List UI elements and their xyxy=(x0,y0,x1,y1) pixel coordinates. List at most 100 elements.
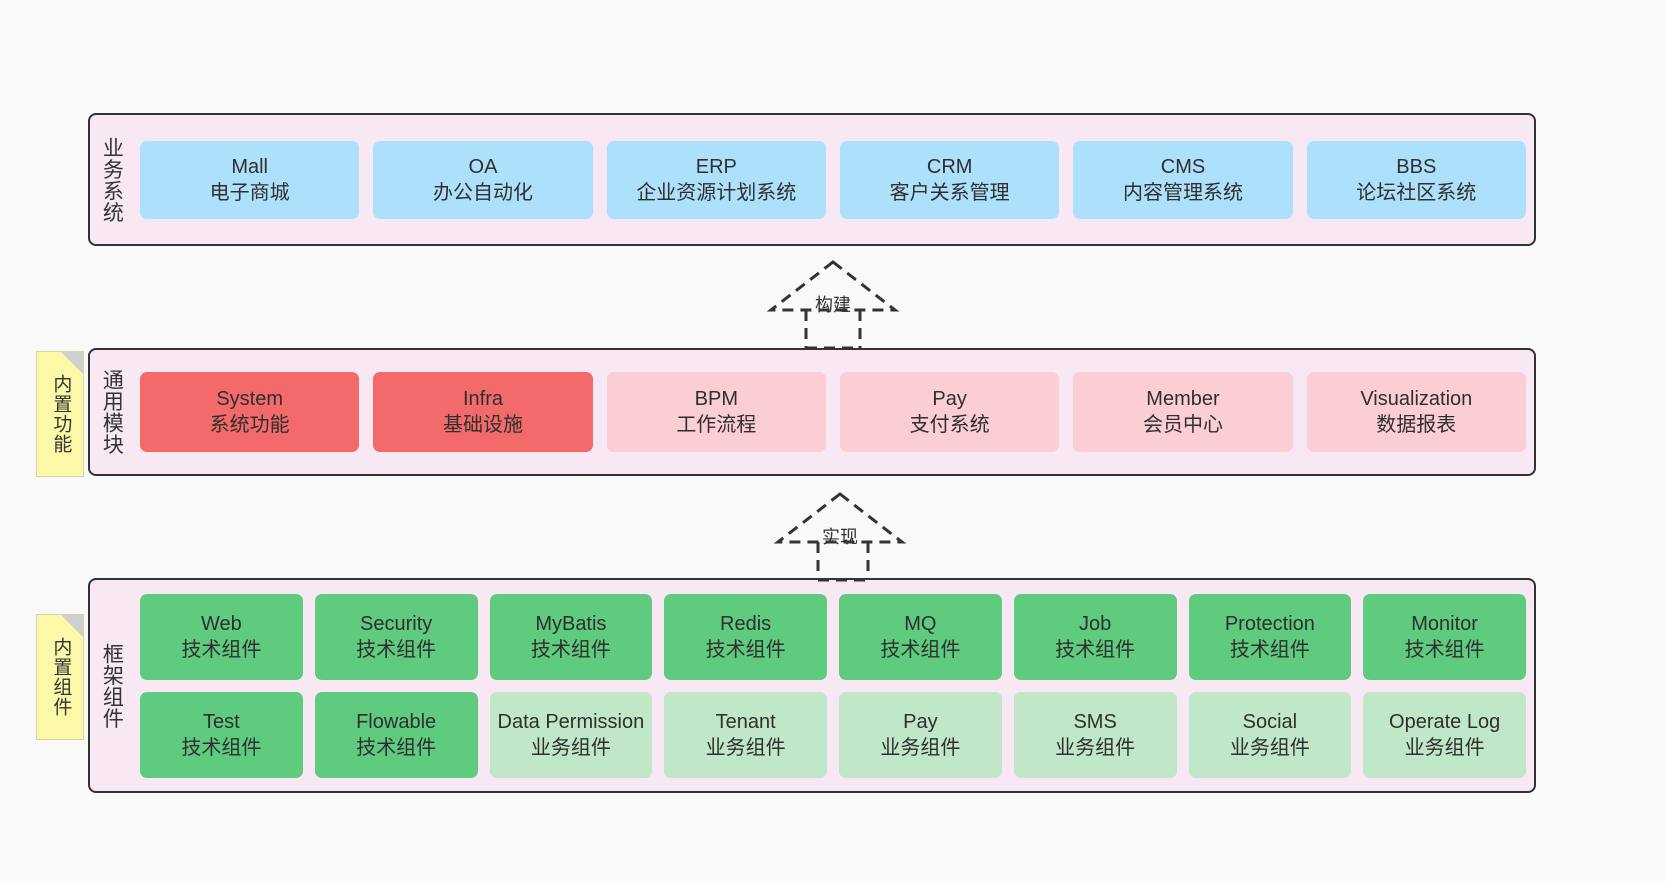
module-name-cn: 系统功能 xyxy=(209,414,290,436)
module-name-cn: 工作流程 xyxy=(676,414,757,436)
note-fold-icon xyxy=(61,615,83,637)
module-name-en: SMS xyxy=(1073,710,1117,733)
module-name-en: Member xyxy=(1146,388,1220,410)
module-row: Test 技术组件 Flowable 技术组件 Data Permission … xyxy=(140,691,1526,778)
connector-label-implement: 实现 xyxy=(822,527,858,547)
note-builtin-features: 内置功能 xyxy=(36,351,84,477)
module-name-cn: 技术组件 xyxy=(705,638,786,661)
module-name-cn: 技术组件 xyxy=(181,638,262,661)
module-name-cn: 论坛社区系统 xyxy=(1356,181,1477,204)
connector-implement: 实现 xyxy=(770,490,920,582)
module-box-mall[interactable]: Mall 电子商城 xyxy=(140,140,360,219)
module-name-cn: 技术组件 xyxy=(1404,638,1485,661)
module-name-cn: 技术组件 xyxy=(530,638,611,661)
module-box-flowable[interactable]: Flowable 技术组件 xyxy=(314,691,478,778)
module-row: Web 技术组件 Security 技术组件 MyBatis 技术组件 Redi… xyxy=(140,593,1526,680)
module-box-crm[interactable]: CRM 客户关系管理 xyxy=(839,140,1060,219)
module-box-cms[interactable]: CMS 内容管理系统 xyxy=(1073,140,1293,219)
module-box-tenant[interactable]: Tenant 业务组件 xyxy=(664,691,827,778)
module-box-test[interactable]: Test 技术组件 xyxy=(140,691,303,778)
note-label: 内置功能 xyxy=(50,374,72,454)
module-box-pay[interactable]: Pay 支付系统 xyxy=(839,372,1060,452)
note-label: 内置组件 xyxy=(50,637,72,717)
module-name-cn: 技术组件 xyxy=(880,638,961,661)
layer-title-business-systems: 业务系统 xyxy=(100,136,124,223)
module-box-protection[interactable]: Protection 技术组件 xyxy=(1188,593,1352,680)
module-name-en: CRM xyxy=(926,155,973,178)
module-box-member[interactable]: Member 会员中心 xyxy=(1073,372,1293,452)
module-box-job[interactable]: Job 技术组件 xyxy=(1013,593,1177,680)
module-box-bbs[interactable]: BBS 论坛社区系统 xyxy=(1306,140,1526,219)
module-box-data-permission[interactable]: Data Permission 业务组件 xyxy=(489,691,653,778)
module-name-cn: 业务组件 xyxy=(1055,736,1136,759)
note-fold-icon xyxy=(61,352,83,374)
module-name-en: Pay xyxy=(903,710,938,733)
module-box-sms[interactable]: SMS 业务组件 xyxy=(1013,691,1177,778)
module-box-bpm[interactable]: BPM 工作流程 xyxy=(606,372,826,452)
module-name-en: Job xyxy=(1079,612,1112,635)
module-name-cn: 技术组件 xyxy=(356,638,437,661)
module-name-cn: 数据报表 xyxy=(1376,414,1457,436)
layer-business-systems: 业务系统 Mall 电子商城 OA 办公自动化 ERP 企业资源计划系统 CRM… xyxy=(88,113,1536,246)
module-name-cn: 办公自动化 xyxy=(432,181,533,204)
module-name-cn: 业务组件 xyxy=(1229,736,1310,759)
module-name-en: Infra xyxy=(462,388,503,410)
module-row: System 系统功能 Infra 基础设施 BPM 工作流程 Pay 支付系统… xyxy=(140,372,1526,452)
module-box-oa[interactable]: OA 办公自动化 xyxy=(373,140,593,219)
module-name-cn: 企业资源计划系统 xyxy=(636,181,797,204)
module-name-cn: 业务组件 xyxy=(705,736,786,759)
module-name-en: System xyxy=(216,388,283,410)
module-box-pay-component[interactable]: Pay 业务组件 xyxy=(839,691,1002,778)
module-box-erp[interactable]: ERP 企业资源计划系统 xyxy=(606,140,826,219)
module-name-en: Redis xyxy=(720,612,772,635)
module-name-en: BPM xyxy=(694,388,738,410)
module-name-cn: 业务组件 xyxy=(1404,736,1485,759)
module-name-en: CMS xyxy=(1160,155,1206,178)
module-box-infra[interactable]: Infra 基础设施 xyxy=(373,372,593,452)
module-name-en: Data Permission xyxy=(497,710,645,733)
module-name-en: Social xyxy=(1242,710,1298,733)
module-name-en: Web xyxy=(200,612,242,635)
module-box-redis[interactable]: Redis 技术组件 xyxy=(664,593,827,680)
module-name-en: OA xyxy=(468,155,498,178)
module-name-en: Monitor xyxy=(1411,612,1478,635)
module-box-mq[interactable]: MQ 技术组件 xyxy=(839,593,1002,680)
module-name-cn: 技术组件 xyxy=(181,736,262,759)
layer-body-common-modules: System 系统功能 Infra 基础设施 BPM 工作流程 Pay 支付系统… xyxy=(132,350,1534,474)
module-box-monitor[interactable]: Monitor 技术组件 xyxy=(1363,593,1526,680)
module-box-visualization[interactable]: Visualization 数据报表 xyxy=(1306,372,1526,452)
module-name-cn: 电子商城 xyxy=(209,181,290,204)
module-name-en: Operate Log xyxy=(1389,710,1501,733)
module-name-en: Test xyxy=(203,710,240,733)
module-box-social[interactable]: Social 业务组件 xyxy=(1188,691,1352,778)
module-name-cn: 技术组件 xyxy=(1055,638,1136,661)
layer-title-common-modules: 通用模块 xyxy=(100,369,124,455)
module-name-cn: 基础设施 xyxy=(442,414,523,436)
module-name-cn: 客户关系管理 xyxy=(889,181,1010,204)
module-name-cn: 支付系统 xyxy=(909,414,990,436)
module-box-mybatis[interactable]: MyBatis 技术组件 xyxy=(489,593,653,680)
module-name-en: Protection xyxy=(1224,612,1315,635)
module-name-en: ERP xyxy=(695,155,737,178)
layer-common-modules: 通用模块 System 系统功能 Infra 基础设施 BPM 工作流程 Pay… xyxy=(88,348,1536,476)
module-name-cn: 技术组件 xyxy=(356,736,437,759)
module-name-cn: 业务组件 xyxy=(880,736,961,759)
module-box-web[interactable]: Web 技术组件 xyxy=(140,593,303,680)
module-name-cn: 内容管理系统 xyxy=(1122,181,1243,204)
module-name-en: Security xyxy=(360,612,433,635)
layer-framework-components: 框架组件 Web 技术组件 Security 技术组件 MyBatis 技术组件… xyxy=(88,578,1536,793)
layer-title-framework-components: 框架组件 xyxy=(100,642,124,729)
module-name-cn: 业务组件 xyxy=(530,736,611,759)
layer-body-framework-components: Web 技术组件 Security 技术组件 MyBatis 技术组件 Redi… xyxy=(132,580,1534,791)
module-name-en: Flowable xyxy=(356,710,437,733)
module-box-system[interactable]: System 系统功能 xyxy=(140,372,360,452)
module-name-en: Pay xyxy=(932,388,967,410)
module-name-en: BBS xyxy=(1396,155,1437,178)
module-box-operate-log[interactable]: Operate Log 业务组件 xyxy=(1363,691,1526,778)
module-name-cn: 技术组件 xyxy=(1229,638,1310,661)
module-box-security[interactable]: Security 技术组件 xyxy=(314,593,478,680)
module-name-en: MyBatis xyxy=(535,612,607,635)
module-name-en: Visualization xyxy=(1360,388,1473,410)
module-name-en: MQ xyxy=(904,612,937,635)
